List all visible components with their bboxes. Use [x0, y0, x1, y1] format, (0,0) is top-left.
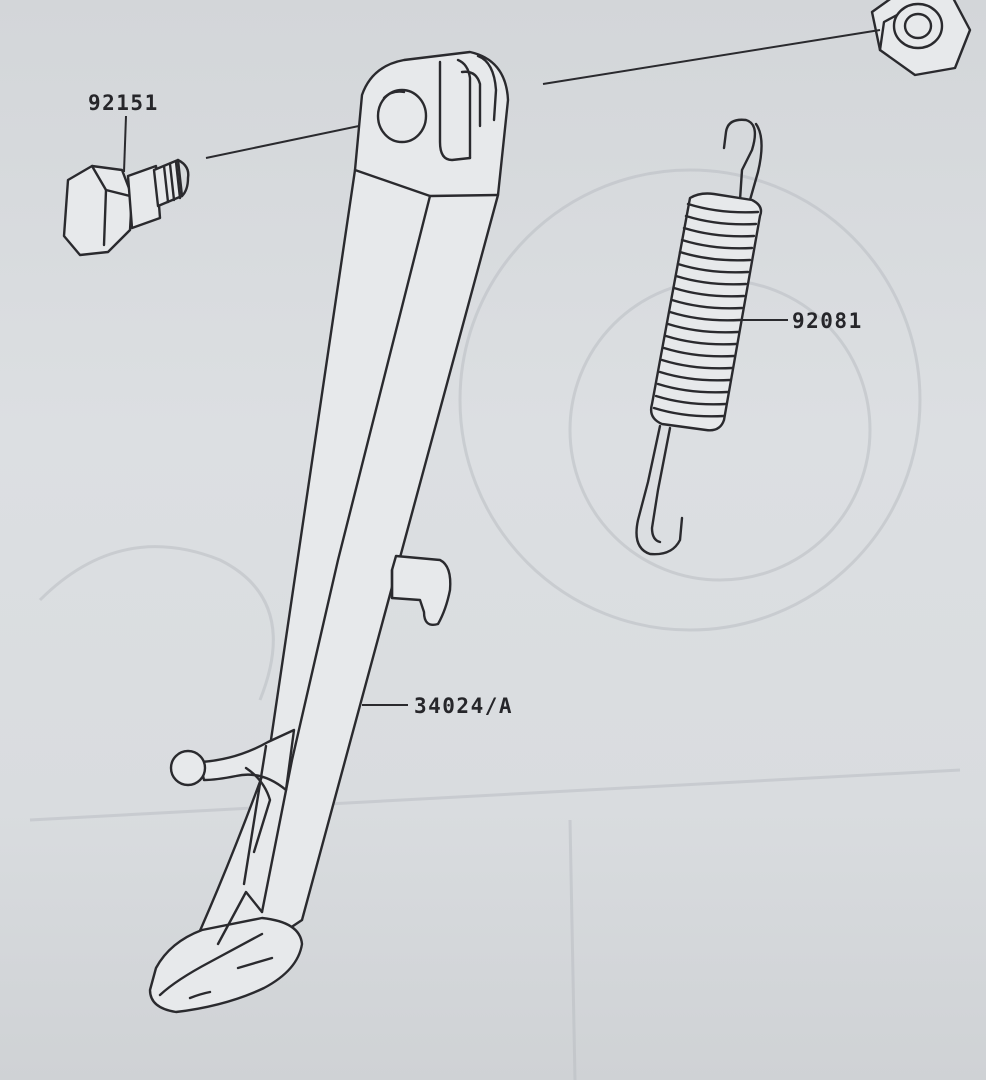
part-label-spring: 92081 [792, 309, 863, 333]
side-stand-icon [148, 50, 510, 1014]
bolt-label-leader [123, 115, 127, 173]
spring-coils [652, 202, 760, 418]
hex-bolt-icon [62, 158, 190, 257]
bolt-leader-line [205, 121, 379, 159]
part-label-bolt: 92151 [88, 91, 159, 115]
part-labels: 92151 92081 34024/A [88, 91, 863, 718]
part-label-stand: 34024/A [414, 694, 513, 718]
nut-leader-line [542, 29, 881, 85]
hex-nut-icon [870, 0, 972, 77]
coil-spring-icon [635, 118, 763, 556]
background-bleed-through [29, 168, 961, 1080]
